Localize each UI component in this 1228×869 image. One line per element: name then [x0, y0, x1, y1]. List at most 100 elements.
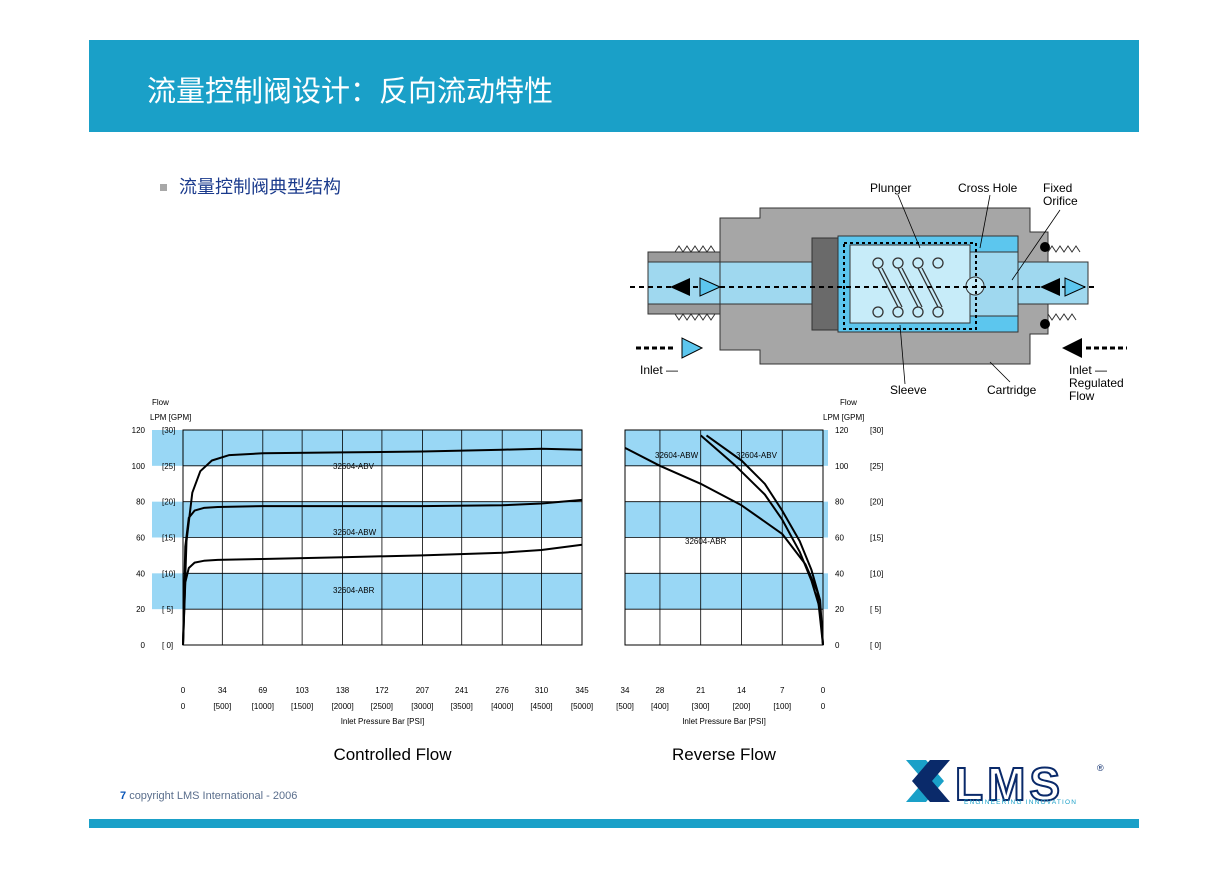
lms-wordmark: LMS	[955, 758, 1064, 810]
y-tick-gpm: [15]	[870, 534, 883, 543]
y-tick-lpm: 100	[132, 462, 146, 471]
x-tick-psi: [2000]	[331, 702, 353, 711]
y-tick-gpm: [10]	[870, 569, 883, 578]
x-tick-bar: 34	[218, 686, 227, 695]
y-tick-lpm: 40	[136, 569, 145, 578]
x-tick-psi: [100]	[773, 702, 791, 711]
x-tick-bar: 69	[258, 686, 267, 695]
inlet-arrow-left-icon	[681, 337, 704, 359]
series-line-32604-abv	[182, 447, 583, 646]
footer-bar	[89, 819, 1139, 828]
x-tick-psi: [3000]	[411, 702, 433, 711]
x-tick-psi: [2500]	[371, 702, 393, 711]
left-thread-bottom	[674, 313, 716, 321]
x-tick-psi: [500]	[616, 702, 634, 711]
series-label: 32604-ABW	[333, 528, 377, 537]
charts-group: 0 0 34 [500] 69 [1000] 103 [1500] 138 [2000] 172 [2…	[132, 398, 884, 764]
chart-caption: Controlled Flow	[333, 745, 452, 764]
y-tick-gpm: [30]	[870, 426, 883, 435]
y-tick-gpm: [20]	[162, 498, 175, 507]
series-label: 32604-ABR	[333, 586, 375, 595]
bullet-square-icon	[160, 183, 167, 191]
x-tick-bar: 138	[336, 686, 350, 695]
x-tick-bar: 207	[416, 686, 430, 695]
y-tick-lpm: 40	[835, 569, 844, 578]
chart-caption: Reverse Flow	[672, 745, 777, 764]
x-tick-bar: 34	[621, 686, 630, 695]
label-inlet-right-2: Regulated	[1069, 376, 1124, 390]
series-line-32604-abv	[705, 434, 824, 646]
x-tick-psi: [300]	[692, 702, 710, 711]
valve-diagram: Plunger Cross Hole Fixed Orifice Inlet —…	[630, 181, 1127, 403]
y-axis-units: LPM [GPM]	[823, 413, 864, 422]
series-line-32604-abw	[182, 498, 583, 646]
y-tick-lpm: 120	[132, 426, 146, 435]
label-orifice: Orifice	[1043, 194, 1078, 208]
x-tick-psi: [4000]	[491, 702, 513, 711]
flow-band	[625, 501, 828, 538]
series-label: 32604-ABV	[736, 451, 778, 460]
x-tick-bar: 241	[455, 686, 469, 695]
x-tick-bar: 28	[655, 686, 664, 695]
y-axis-title: Flow	[152, 398, 169, 407]
x-tick-bar: 14	[737, 686, 746, 695]
y-tick-gpm: [ 0]	[870, 641, 881, 650]
oring-bottom	[1040, 319, 1050, 329]
y-tick-lpm: 20	[835, 605, 844, 614]
x-tick-bar: 103	[295, 686, 309, 695]
label-cross-hole: Cross Hole	[958, 181, 1018, 195]
bullet-item: 流量控制阀典型结构	[160, 173, 341, 199]
chart-controlled-flow: 0 0 34 [500] 69 [1000] 103 [1500] 138 [2000] 172 [2…	[132, 398, 593, 764]
x-tick-psi: [3500]	[451, 702, 473, 711]
series-line-32604-abr	[700, 434, 824, 646]
x-tick-psi: [500]	[213, 702, 231, 711]
y-tick-lpm: 20	[136, 605, 145, 614]
label-cartridge: Cartridge	[987, 383, 1037, 397]
reverse-arrow-light-left	[699, 277, 722, 297]
inlet-arrow-right-icon	[1062, 338, 1082, 358]
reverse-arrow-dark-left	[670, 278, 690, 296]
oring-top	[1040, 242, 1050, 252]
label-plunger: Plunger	[870, 181, 911, 195]
x-tick-bar: 7	[780, 686, 785, 695]
lms-tagline: ENGINEERING INNOVATION	[964, 799, 1077, 806]
y-tick-gpm: [ 5]	[870, 605, 881, 614]
y-tick-lpm: 80	[136, 498, 145, 507]
body-outer-dark	[811, 237, 843, 331]
y-tick-gpm: [25]	[870, 462, 883, 471]
right-thread-top	[1047, 245, 1081, 253]
x-tick-psi: [1500]	[291, 702, 313, 711]
y-tick-lpm: 60	[835, 534, 844, 543]
y-axis-title: Flow	[840, 398, 857, 407]
page-title: 流量控制阀设计：反向流动特性	[147, 74, 554, 108]
series-label: 32604-ABW	[655, 451, 699, 460]
y-tick-gpm: [20]	[870, 498, 883, 507]
series-label: 32604-ABV	[333, 462, 375, 471]
x-tick-bar: 172	[375, 686, 389, 695]
x-tick-bar: 0	[821, 686, 826, 695]
flow-band	[152, 430, 582, 466]
lms-x-icon	[906, 760, 950, 802]
y-tick-gpm: [ 5]	[162, 605, 173, 614]
x-axis-label: Inlet Pressure Bar [PSI]	[341, 717, 425, 726]
flow-band	[625, 430, 828, 466]
x-tick-psi: 0	[821, 702, 826, 711]
left-thread-top	[674, 245, 716, 253]
x-tick-psi: [200]	[733, 702, 751, 711]
x-tick-psi: 0	[181, 702, 186, 711]
series-line-32604-abr	[182, 543, 583, 646]
flow-band	[625, 573, 828, 610]
reverse-arrow-dark-right	[1040, 278, 1060, 296]
series-line-32604-abw	[624, 447, 824, 646]
x-tick-bar: 0	[181, 686, 186, 695]
y-tick-lpm: 0	[141, 641, 146, 650]
y-tick-lpm: 0	[835, 641, 840, 650]
lms-registered: ®	[1097, 763, 1104, 773]
y-tick-lpm: 120	[835, 426, 849, 435]
label-inlet-left: Inlet —	[640, 363, 678, 377]
y-tick-lpm: 100	[835, 462, 849, 471]
label-inlet-right-3: Flow	[1069, 389, 1095, 403]
y-tick-lpm: 80	[835, 498, 844, 507]
x-tick-psi: [1000]	[252, 702, 274, 711]
